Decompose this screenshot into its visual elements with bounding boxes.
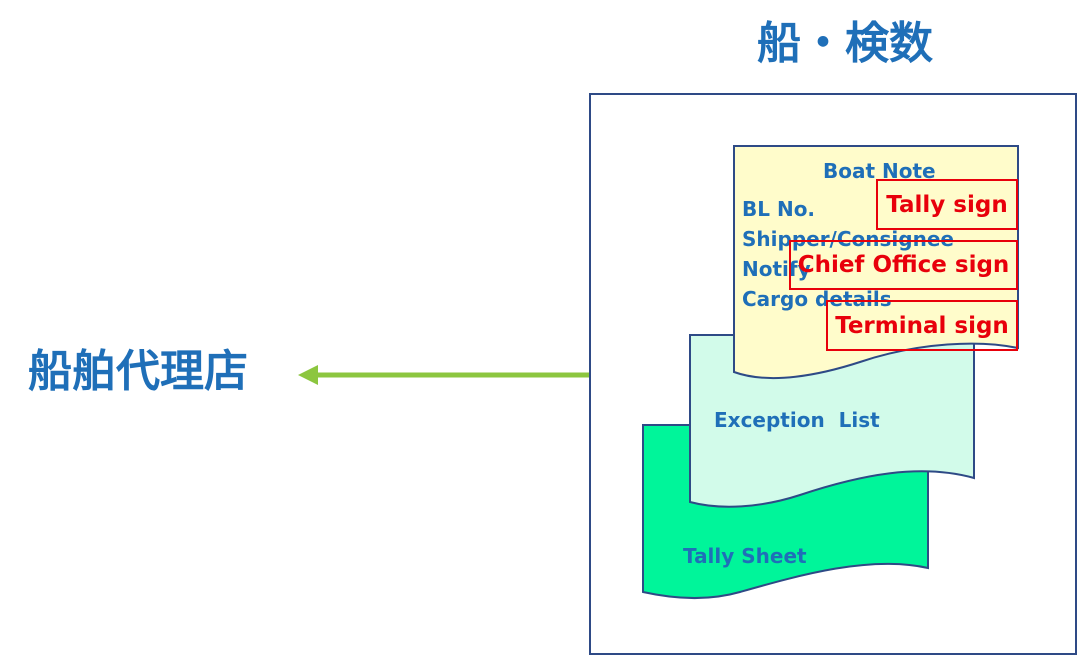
boat-note-field-cargo: Cargo details: [742, 287, 892, 311]
exception-list-label: Exception List: [714, 408, 880, 432]
boat-note-field-notify: Notify: [742, 257, 811, 281]
terminal-sign-box: Terminal sign: [826, 300, 1018, 351]
chief-office-sign-box: Chief Office sign: [789, 240, 1018, 290]
boat-note-field-shipper: Shipper/Consignee: [742, 227, 954, 251]
tally-sheet-label: Tally Sheet: [683, 544, 807, 568]
chief-office-sign-label: Chief Office sign: [797, 252, 1010, 278]
arrow-to-agent: [298, 365, 589, 385]
ship-box: [589, 93, 1077, 655]
boat-note-field-bl: BL No.: [742, 197, 816, 221]
ship-title: 船・検数: [757, 18, 933, 69]
tally-sign-label: Tally sign: [886, 191, 1008, 218]
tally-sign-box: Tally sign: [876, 179, 1018, 230]
boat-note-doc: [733, 145, 1019, 380]
agent-label: 船舶代理店: [28, 346, 248, 397]
terminal-sign-label: Terminal sign: [835, 312, 1009, 339]
